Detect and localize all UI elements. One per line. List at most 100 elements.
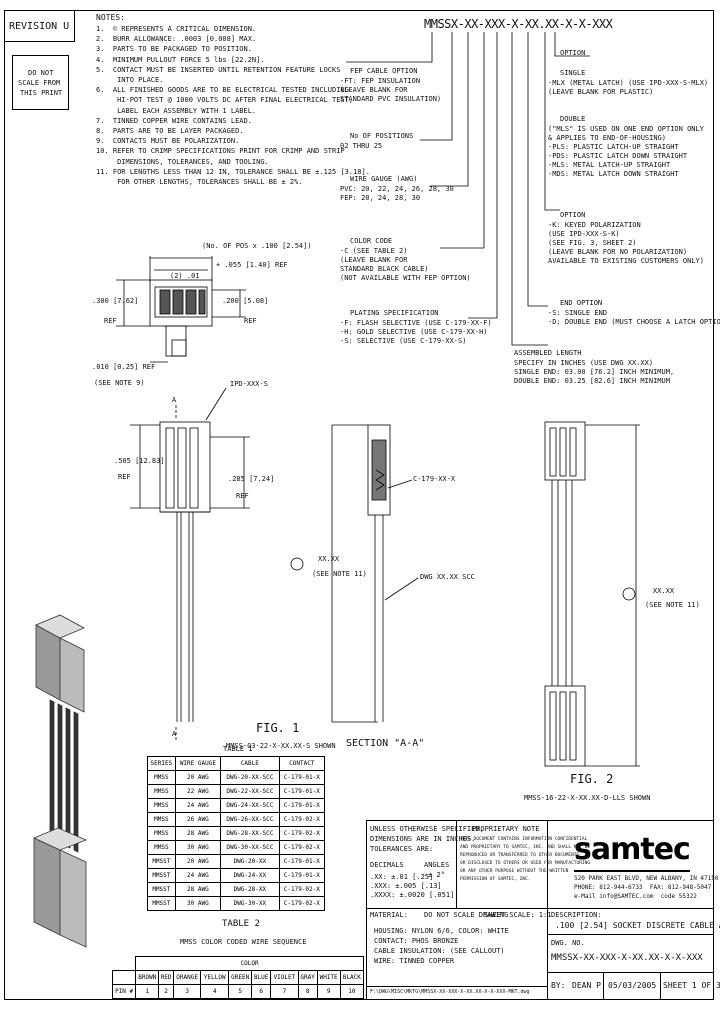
table-cell: BLACK <box>339 970 365 985</box>
note-line: INTO PLACE. <box>96 76 164 84</box>
callout-line: FEP: 20, 24, 28, 30 <box>340 194 421 202</box>
title-block <box>366 820 714 1000</box>
table-cell: 24 AWG <box>174 868 222 883</box>
table-cell: DWG-24-XX <box>220 868 280 883</box>
callout-line: SPECIFY IN INCHES (USE DWG XX.XX) <box>514 359 654 367</box>
table-cell: GRAY <box>297 970 318 985</box>
note-line: 1. © REPRESENTS A CRITICAL DIMENSION. <box>96 25 257 33</box>
table-cell: C-179-01-X <box>278 854 326 869</box>
leader-line <box>511 32 548 346</box>
callout-line: 02 THRU 25 <box>340 142 383 150</box>
table-cell: BROWN <box>135 970 160 985</box>
table-cell: MMSS <box>147 840 176 855</box>
table1-title: TABLE 1 <box>223 745 253 753</box>
table-cell: GREEN <box>228 970 253 985</box>
tolerance-header-line: DIMENSIONS ARE IN INCHES. <box>370 835 476 843</box>
callout-line: & APPLIES TO END-OF-HOUSING) <box>548 134 667 142</box>
table-cell: MMSS <box>147 798 176 813</box>
scale-note-line-1: DO NOT <box>28 69 54 77</box>
table-cell: DWG-28-XX-SCC <box>220 826 280 841</box>
table-cell: C-179-02-X <box>278 882 326 897</box>
callout-title: OPTION <box>560 49 586 57</box>
table-cell: 8 <box>297 984 318 999</box>
callout-line: -D: DOUBLE END (MUST CHOOSE A LATCH OPTI… <box>548 318 720 326</box>
callout-line: -FT: FEP INSULATION <box>340 77 421 85</box>
note-line: HI-POT TEST @ 1000 VOLTS DC AFTER FINAL … <box>96 96 354 105</box>
table-cell: DWG-30-XX-SCC <box>220 840 280 855</box>
callout-line: (NOT AVAILABLE WITH FEP OPTION) <box>340 274 471 282</box>
callout-title: COLOR CODE <box>350 237 393 245</box>
height-right-dimension: .200 [5.08] <box>222 297 269 305</box>
material-label: MATERIAL: <box>370 911 408 919</box>
table-cell <box>111 970 137 985</box>
sheet-scale-label: SHEET SCALE: 1:1 <box>484 911 552 919</box>
dwg-label: DWG. NO. <box>551 939 585 947</box>
callout-title: No OF POSITIONS <box>350 132 414 140</box>
crimp-ref: REF <box>236 492 249 500</box>
table-cell: DWG-28-XX <box>220 882 280 897</box>
leader-line <box>440 32 485 249</box>
section-title: SECTION "A-A" <box>346 738 425 749</box>
table-cell: WHITE <box>316 970 341 985</box>
table-cell: 22 AWG <box>174 784 222 799</box>
material-line: CABLE INSULATION: (SEE CALLOUT) <box>374 947 505 955</box>
leader-line <box>420 32 453 141</box>
file-path: F:\DWG\MISC\MKTG\MMSSX-XX-XXX-X-XX.XX-X-… <box>370 989 530 995</box>
body-height-ref: REF <box>118 473 131 481</box>
callout-title: END OPTION <box>560 299 603 307</box>
height-left-dimension: .300 [7.62] <box>92 297 139 305</box>
leader-line <box>544 32 560 211</box>
callout-line: (LEAVE BLANK FOR <box>340 86 408 94</box>
length-note: (SEE NOTE 11) <box>312 570 367 578</box>
width-dimension: (2) .01 <box>170 272 200 280</box>
table-cell: 20 AWG <box>174 770 222 785</box>
decimals-label: DECIMALS <box>370 861 404 869</box>
section-view <box>331 424 391 722</box>
table-cell: DWG-30-XX <box>220 896 280 911</box>
callout-line: (SEE FIG. 3, SHEET 2) <box>548 239 637 247</box>
proprietary-line: THIS DOCUMENT CONTAINS INFORMATION CONFI… <box>460 837 588 842</box>
table-cell: 4 <box>200 984 230 999</box>
table-cell: CONTACT <box>278 756 326 771</box>
body-height-dimension: .505 [12.83] <box>114 457 165 465</box>
notes-title: NOTES: <box>96 13 125 22</box>
table-cell: C-179-01-X <box>278 784 326 799</box>
table-cell: DWG-22-XX-SCC <box>220 784 280 799</box>
scale-note-line-3: THIS PRINT <box>20 89 63 97</box>
proprietary-title: PROPRIETARY NOTE <box>472 825 540 833</box>
note-line: 8. PARTS ARE TO BE LAYER PACKAGED. <box>96 127 244 135</box>
leader-line <box>430 32 469 187</box>
length-dimension-fig2: XX.XX <box>653 587 675 595</box>
description-label: DESCRIPTION: <box>551 911 602 919</box>
fig1-subtitle: MMSS-03-22-X-XX.XX-S SHOWN <box>226 742 336 750</box>
table-cell: 30 AWG <box>174 896 222 911</box>
by-label: BY: <box>551 981 566 990</box>
scale-note-line-2: SCALE FROM <box>18 79 61 87</box>
dwg-number: MMSSX-XX-XXX-X-XX.XX-X-X-XXX <box>551 953 703 963</box>
callout-line: -H: GOLD SELECTIVE (USE C-179-XX-H) <box>340 328 488 336</box>
table-cell: RED <box>158 970 174 985</box>
table-cell: MMSS <box>147 770 176 785</box>
table-cell: SERIES <box>147 756 176 771</box>
note-line: LABEL EACH ASSEMBLY WITH 1 LABEL. <box>96 106 257 115</box>
table-cell: 20 AWG <box>174 854 222 869</box>
table-cell: C-179-01-X <box>278 770 326 785</box>
table-cell: DWG-24-XX-SCC <box>220 798 280 813</box>
isometric-cable-assembly <box>33 614 88 948</box>
table-cell: MMSST <box>147 896 176 911</box>
address-line: e-Mail info@SAMTEC.com code 55322 <box>574 893 697 900</box>
length-dimension: XX.XX <box>318 555 340 563</box>
callout-line: AVAILABLE TO EXISTING CUSTOMERS ONLY) <box>548 257 704 265</box>
table-cell: 5 <box>228 984 253 999</box>
note-line: FOR OTHER LENGTHS, TOLERANCES SHALL BE ±… <box>96 178 303 186</box>
note-line: 2. BURR ALLOWANCE: .0003 [0.008] MAX. <box>96 35 257 44</box>
